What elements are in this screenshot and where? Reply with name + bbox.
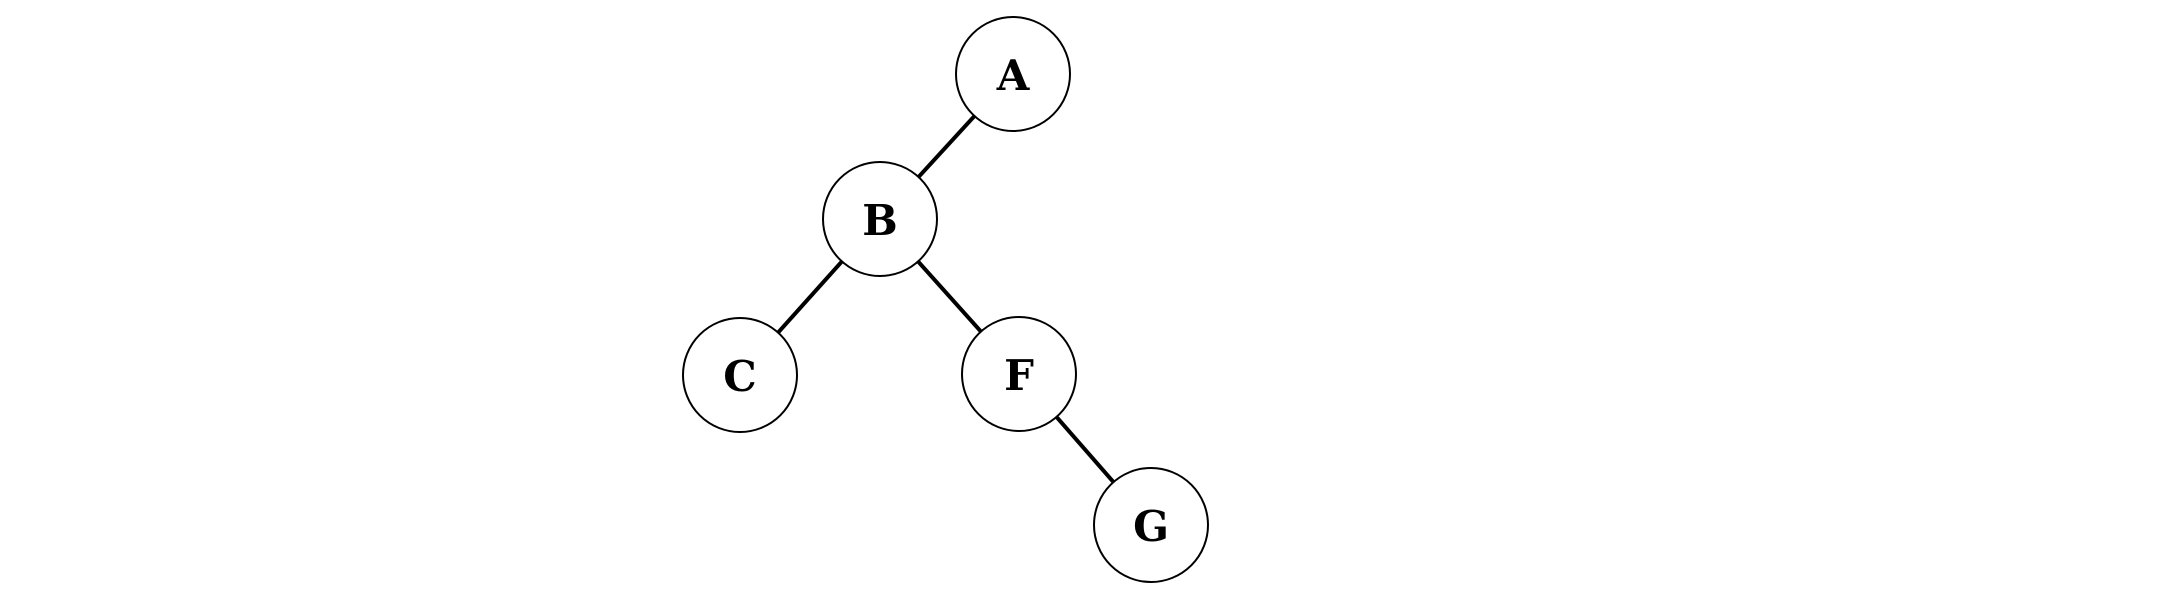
- node-label-B: B: [862, 196, 898, 245]
- tree-node-F: F: [961, 316, 1077, 432]
- node-circle-A: [955, 16, 1071, 132]
- node-label-G: G: [1133, 502, 1169, 551]
- tree-node-G: G: [1093, 467, 1209, 583]
- node-circle-G: [1093, 467, 1209, 583]
- node-circle-C: [682, 317, 798, 433]
- node-label-C: C: [723, 352, 756, 401]
- tree-node-A: A: [955, 16, 1071, 132]
- node-circle-F: [961, 316, 1077, 432]
- node-label-F: F: [1004, 351, 1034, 400]
- tree-node-B: B: [822, 161, 938, 277]
- node-label-A: A: [996, 51, 1031, 100]
- tree-node-C: C: [682, 317, 798, 433]
- node-circle-B: [822, 161, 938, 277]
